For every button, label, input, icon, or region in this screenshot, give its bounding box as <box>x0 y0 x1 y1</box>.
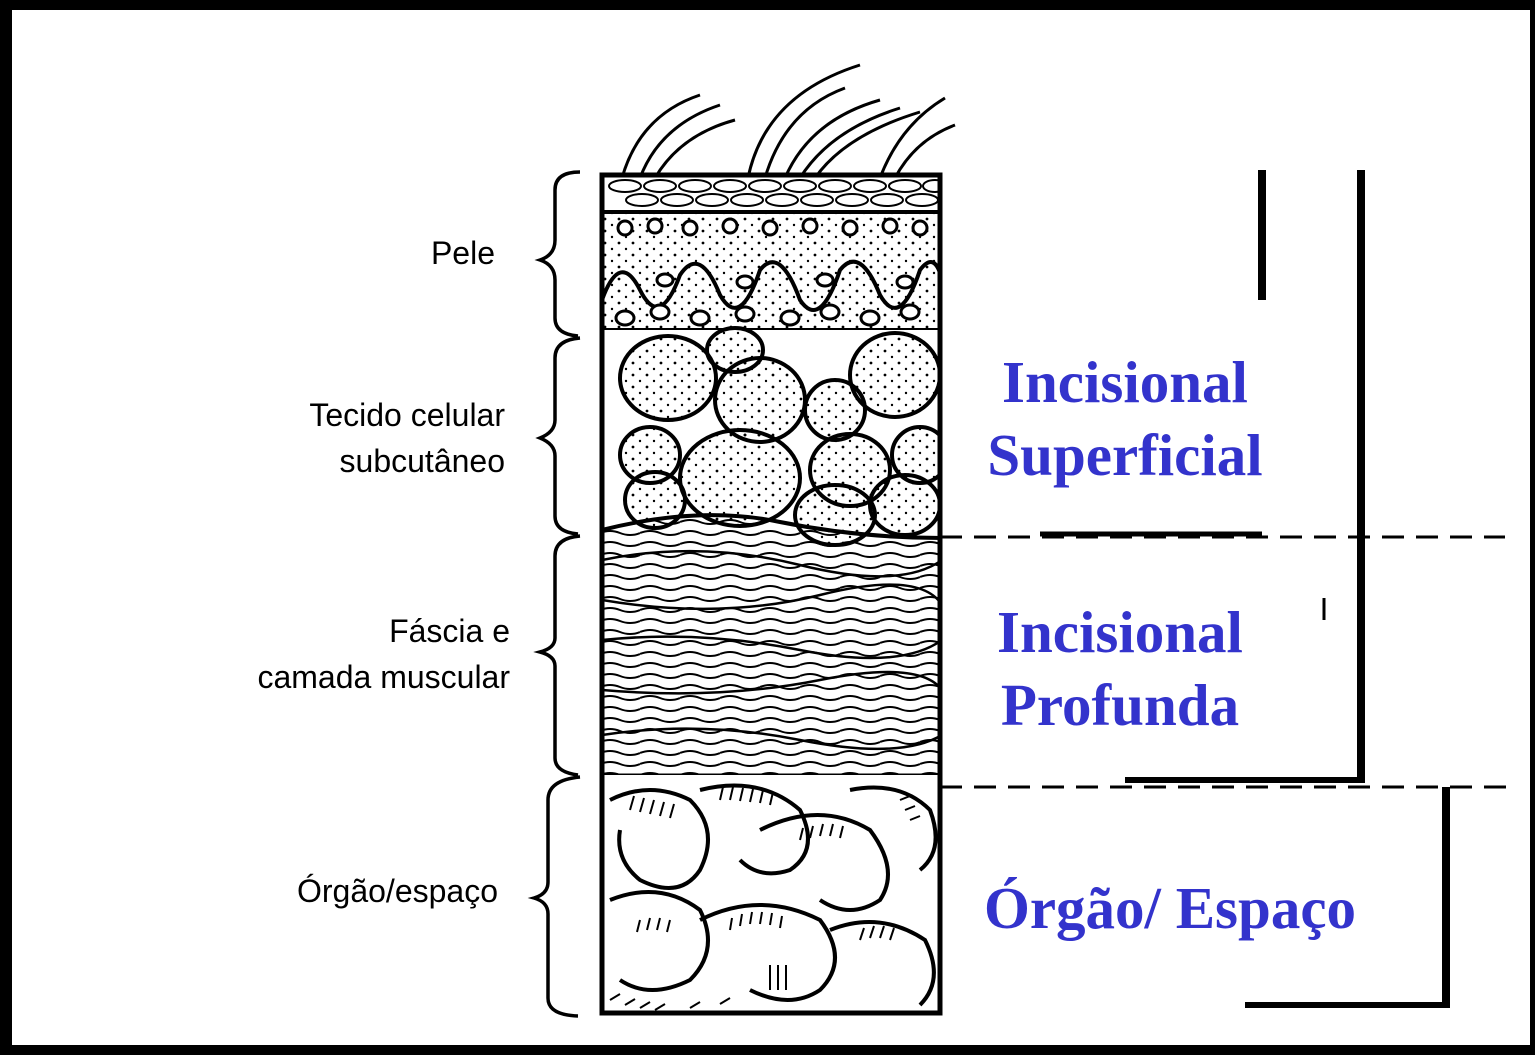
fat-layer <box>602 328 948 545</box>
dermis-layer <box>602 212 942 330</box>
classification-orgao-espaco: Órgão/ Espaço <box>960 872 1380 945</box>
layer-label-subcutaneo: Tecido celular subcutâneo <box>309 392 505 484</box>
layer-label-orgao: Órgão/espaço <box>297 868 498 914</box>
organ-layer <box>602 775 942 1015</box>
brace-pele <box>540 172 580 336</box>
brace-fascia <box>540 536 580 775</box>
muscle-layer <box>602 515 942 775</box>
classification-profunda: Incisional Profunda <box>960 596 1280 742</box>
braces <box>534 172 580 1016</box>
brace-orgao <box>534 777 580 1016</box>
classification-superficial: Incisional Superficial <box>965 346 1285 492</box>
layer-label-pele: Pele <box>431 230 495 276</box>
brace-subcutaneo <box>540 338 580 534</box>
hair-strands <box>622 65 955 178</box>
epidermis-layer <box>602 175 947 213</box>
layer-label-fascia: Fáscia e camada muscular <box>257 608 510 700</box>
